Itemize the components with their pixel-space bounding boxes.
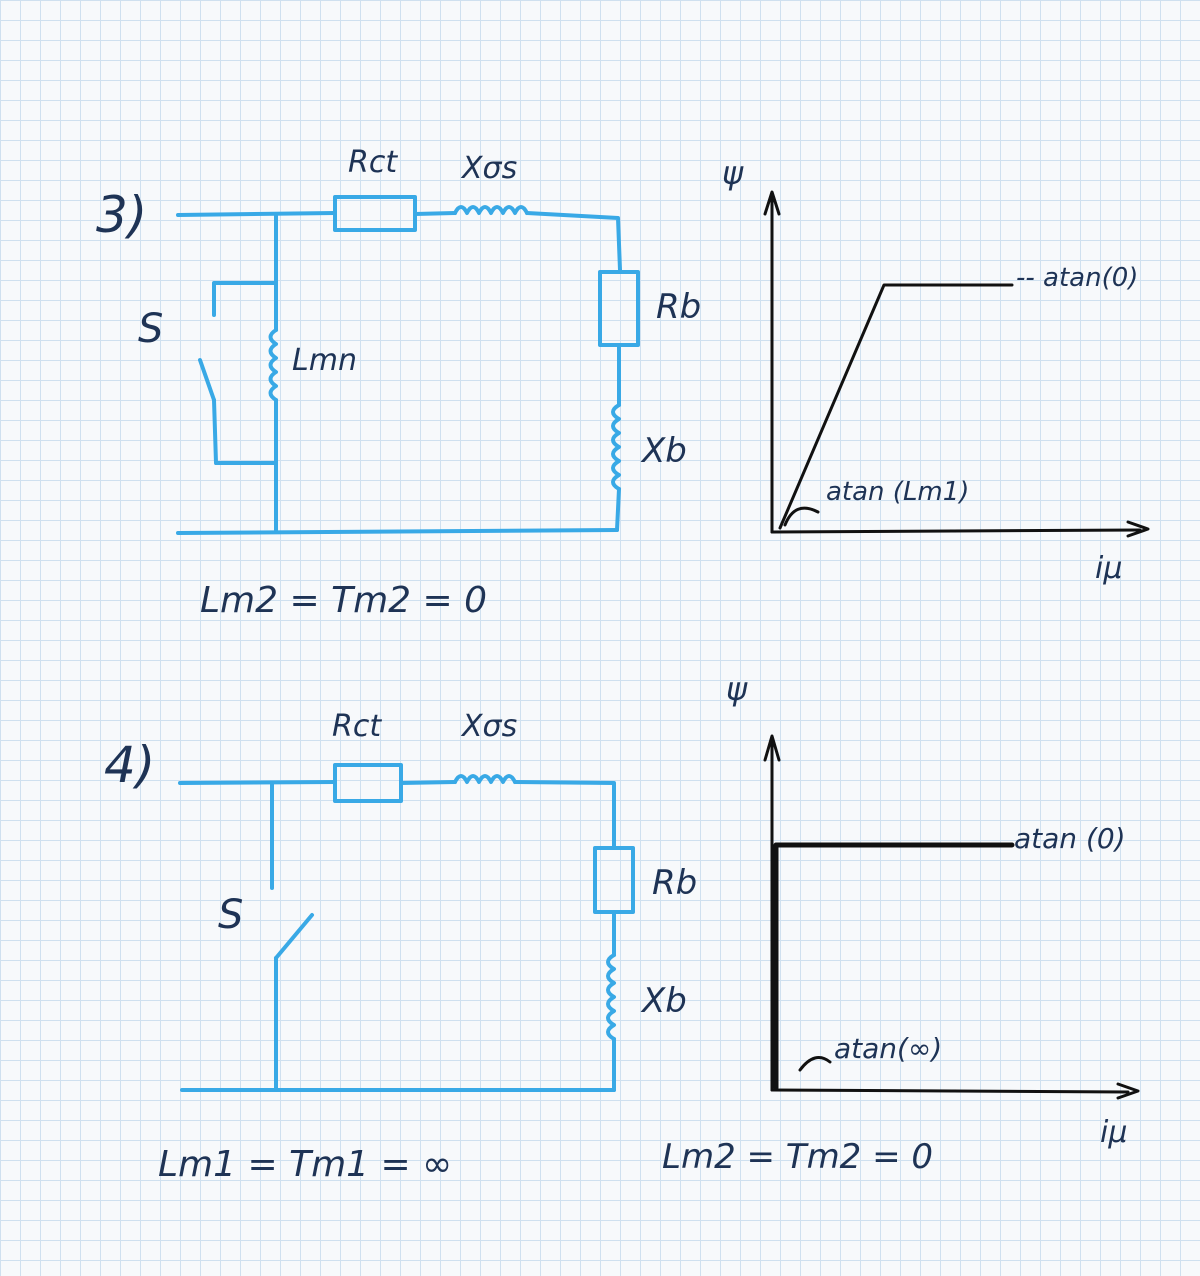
y-axis-label: ψ xyxy=(726,670,748,708)
bottom-wire xyxy=(176,528,619,535)
equation-right: Lm2 = Tm2 = 0 xyxy=(662,1137,933,1177)
wire-segment xyxy=(513,780,616,850)
part3-graph: ψ iμ atan (Lm1) -- atan(0) xyxy=(722,154,1150,586)
wire-segment xyxy=(399,780,457,785)
flat-label: atan (0) xyxy=(1014,822,1126,855)
resistor-rct xyxy=(333,195,417,232)
vertical-label: atan(∞) xyxy=(834,1032,942,1065)
switch-s4-open xyxy=(274,913,314,960)
x-axis-arrow xyxy=(1126,520,1150,538)
magnetizing-label: Lmn xyxy=(292,343,357,378)
part3-number: 3) xyxy=(96,186,147,244)
wire-segment xyxy=(212,398,278,465)
x-axis-label: iμ xyxy=(1095,551,1122,586)
y-axis-arrow xyxy=(763,190,781,216)
wire-segment xyxy=(212,281,278,317)
inductor-label: Xσs xyxy=(460,151,517,186)
load-x-label: Xb xyxy=(640,431,687,471)
saturation-curve xyxy=(778,283,1014,530)
slope-angle-arc xyxy=(783,506,820,527)
resistor-rb xyxy=(593,846,635,914)
y-axis-arrow xyxy=(763,734,781,762)
switch-s3 xyxy=(198,358,216,402)
wire-segment xyxy=(413,211,457,216)
equation: Lm2 = Tm2 = 0 xyxy=(200,580,487,621)
wire-segment xyxy=(615,487,621,532)
wire-segment xyxy=(525,211,622,272)
resistor-label: Rct xyxy=(348,145,398,180)
resistor-rct xyxy=(333,763,403,803)
x-axis-arrow xyxy=(1116,1082,1140,1100)
part3-circuit: 3) S Rct Xσs Lmn Rb Xb Lm2 = Tm2 = 0 xyxy=(96,145,701,621)
top-wire xyxy=(178,780,337,785)
slope-label: atan (Lm1) xyxy=(826,477,969,507)
inductor-label: Xσs xyxy=(460,709,517,744)
inductor-lm xyxy=(268,328,278,402)
part4-circuit: 4) S Rct Xσs Rb Xb Lm1 = Tm1 = ∞ Lm2 = T… xyxy=(104,709,933,1185)
equation-left: Lm1 = Tm1 = ∞ xyxy=(158,1144,452,1185)
top-wire xyxy=(176,211,337,217)
inductor-xs xyxy=(453,205,529,215)
y-axis-label: ψ xyxy=(722,154,744,192)
inductor-xs xyxy=(453,774,517,784)
switch-label: S xyxy=(138,306,163,352)
load-r-label: Rb xyxy=(656,287,701,327)
vertical-angle-arc xyxy=(798,1056,832,1072)
x-axis-label: iμ xyxy=(1100,1115,1127,1150)
switch-label: S xyxy=(218,892,243,938)
resistor-rb xyxy=(598,270,640,347)
load-x-label: Xb xyxy=(640,981,687,1021)
load-r-label: Rb xyxy=(652,863,697,903)
flat-label: -- atan(0) xyxy=(1016,263,1138,293)
x-axis xyxy=(770,528,1142,534)
part4-number: 4) xyxy=(104,736,155,794)
part4-graph: ψ iμ atan(∞) atan (0) xyxy=(726,670,1140,1150)
inductor-xb xyxy=(611,403,621,491)
x-axis xyxy=(770,1088,1130,1094)
inductor-xb xyxy=(606,953,616,1041)
resistor-label: Rct xyxy=(332,709,382,744)
ideal-curve xyxy=(773,842,1015,1091)
